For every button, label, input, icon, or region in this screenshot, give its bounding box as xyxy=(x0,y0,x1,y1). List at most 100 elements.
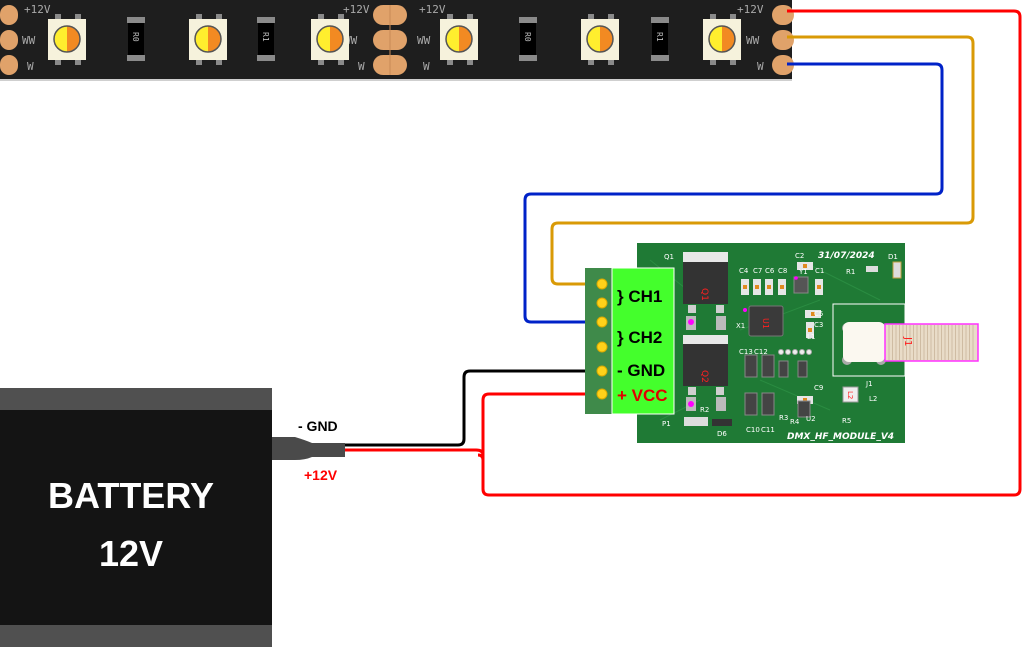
strip-resistor: R1 xyxy=(651,17,669,61)
led-5050 xyxy=(189,14,227,65)
resistor-label: R1 xyxy=(261,32,270,42)
silk-u2: U2 xyxy=(806,415,816,423)
pad-ww-left xyxy=(0,30,18,50)
led-warm-half xyxy=(587,26,600,52)
led-ring xyxy=(708,25,736,53)
led-warm-half xyxy=(54,26,67,52)
pad-12v-left xyxy=(0,5,18,25)
capacitor-center xyxy=(811,312,815,316)
terminal-screw xyxy=(596,316,608,328)
header-pin xyxy=(799,349,805,355)
l2-body-label: L2 xyxy=(846,391,854,399)
resistor-pad xyxy=(127,55,145,61)
wire-ch2 xyxy=(523,62,944,324)
led-5050 xyxy=(581,14,619,65)
antenna-connector-base xyxy=(843,322,885,362)
strip-pads-left xyxy=(0,5,18,75)
silk-c1: C1 xyxy=(815,267,824,275)
header-pins xyxy=(778,349,812,355)
q1-pad xyxy=(716,316,726,330)
silk-c3: C3 xyxy=(814,321,823,329)
silk-l1: L1 xyxy=(807,333,815,341)
silk-c5: C5 xyxy=(814,310,823,318)
q1-pin xyxy=(716,305,724,313)
resistor-body xyxy=(520,23,536,55)
strip-label-12v: +12V xyxy=(737,3,764,16)
battery-cable xyxy=(272,437,345,460)
led-lead xyxy=(447,14,453,20)
led-5050 xyxy=(703,14,741,65)
capacitor-center xyxy=(780,285,784,289)
strip-label-w: W xyxy=(358,60,365,73)
strip-label-w: W xyxy=(757,60,764,73)
led-lead xyxy=(730,14,736,20)
q2-body xyxy=(683,344,728,386)
silk-d6: D6 xyxy=(717,430,727,438)
strip-resistor: R0 xyxy=(127,17,145,61)
wire-gnd xyxy=(345,369,602,447)
battery-plus-label: +12V xyxy=(304,467,338,483)
q2-pin xyxy=(688,387,696,395)
terminal-label-area xyxy=(611,267,675,415)
resistor-body xyxy=(258,23,274,55)
header-pin xyxy=(792,349,798,355)
resistor-pad xyxy=(651,17,669,23)
led-cold-half xyxy=(67,26,80,52)
led-lead xyxy=(608,14,614,20)
pad-w-left xyxy=(0,55,18,75)
silk-c10: C10 xyxy=(746,426,760,434)
resistor-r1 xyxy=(866,266,878,272)
led-cold-half xyxy=(600,26,613,52)
strip-label-12v: +12V xyxy=(24,3,51,16)
battery-body xyxy=(0,388,272,647)
led-warm-half xyxy=(317,26,330,52)
silk-c9: C9 xyxy=(814,384,823,392)
ic-u2 xyxy=(797,400,811,418)
battery: BATTERY 12V - GND +12V xyxy=(0,388,345,647)
capacitor-center xyxy=(755,285,759,289)
strip-resistor: R0 xyxy=(519,17,537,61)
strip-label-w: W xyxy=(423,60,430,73)
diode-d7 xyxy=(778,360,789,378)
resistor-pad xyxy=(651,55,669,61)
terminal-screw xyxy=(596,278,608,290)
battery-label-line2: 12V xyxy=(99,533,163,574)
resistor-body xyxy=(128,23,144,55)
silk-p1: P1 xyxy=(662,420,671,428)
board-name: DMX_HF_MODULE_V4 xyxy=(787,432,894,442)
led-group xyxy=(48,14,741,65)
silk-c13: C13 xyxy=(739,348,753,356)
led-ring xyxy=(586,25,614,53)
silk-d1: D1 xyxy=(888,253,898,261)
battery-top-cap xyxy=(0,388,272,410)
led-lead xyxy=(467,14,473,20)
resistor-p1 xyxy=(684,417,708,426)
terminal-label-gnd: - GND xyxy=(617,361,665,380)
resistor-body xyxy=(652,23,668,55)
led-lead xyxy=(608,59,614,65)
led-lead xyxy=(467,59,473,65)
silk-x1: X1 xyxy=(736,322,745,330)
silk-c12: C12 xyxy=(754,348,768,356)
resistor-pad xyxy=(257,17,275,23)
led-lead xyxy=(447,59,453,65)
capacitor-center xyxy=(808,328,812,332)
silk-r1: R1 xyxy=(846,268,855,276)
battery-bottom-cap xyxy=(0,625,272,647)
led-lead xyxy=(710,14,716,20)
pad-12v-right xyxy=(772,5,794,25)
led-cold-half xyxy=(722,26,735,52)
strip-label-12v: +12V xyxy=(343,3,370,16)
silk-l2: L2 xyxy=(869,395,877,403)
silk-c2: C2 xyxy=(795,252,804,260)
component-c11-body xyxy=(761,392,775,416)
strip-label-ww: WW xyxy=(746,34,760,47)
capacitor-center xyxy=(767,285,771,289)
diode-d5 xyxy=(797,360,808,378)
component-c10b-body xyxy=(744,392,758,416)
header-pin xyxy=(806,349,812,355)
q2-pad xyxy=(716,397,726,411)
led-warm-half xyxy=(709,26,722,52)
